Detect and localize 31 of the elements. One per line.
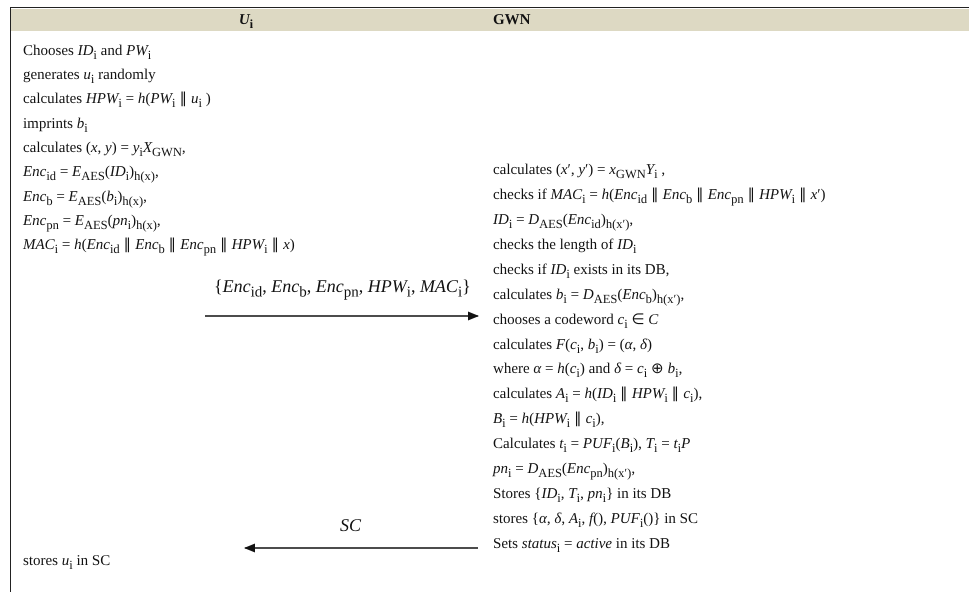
protocol-step: imprints b$_{i}$ (23, 114, 88, 138)
protocol-step: calculates A$_{i}$ = h(ID$_{i}$ ∥ HPW$_{i}$ ∥ c$_{i}$), (493, 384, 702, 408)
protocol-step: Stores {ID$_{i}$, T$_{i}$, pn$_{i}$} in its DB (493, 484, 672, 508)
protocol-step: generates u$_{i}$ randomly (23, 65, 156, 89)
message-arrow (244, 544, 478, 552)
protocol-step: chooses a codeword c$_{i}$ ∈ C (493, 310, 658, 334)
protocol-step: checks the length of ID$_{i}$ (493, 235, 636, 259)
protocol-step: Enc$_{b}$ = E$_{AES}$(b$_{i}$)$_{h(x)}$, (23, 187, 147, 211)
protocol-step: calculates b$_{i}$ = D$_{AES}$(Enc$_{b}$)$_{h(x′)}$, (493, 285, 684, 309)
protocol-step: calculates (x, y) = y$_{i}$X$_{GWN}$, (23, 138, 186, 162)
protocol-step: calculates (x′, y′) = x$_{GWN}$Y$_{i}$ , (493, 160, 666, 184)
protocol-step: ID$_{i}$ = D$_{AES}$(Enc$_{id}$)$_{h(x′)}$, (493, 210, 634, 234)
protocol-column (10, 7, 480, 592)
protocol-step: Calculates t$_{i}$ = PUF$_{i}$(B$_{i}$), T$_{i}$ = t$_{i}$P (493, 434, 690, 458)
column-heading: U$_{i}$ (11, 9, 481, 31)
protocol-step: Enc$_{id}$ = E$_{AES}$(ID$_{i}$)$_{h(x)}$, (23, 162, 159, 186)
protocol-step: where α = h(c$_{i}$) and δ = c$_{i}$ ⊕ b$_{i}$, (493, 359, 682, 383)
protocol-step: calculates F(c$_{i}$, b$_{i}$) = (α, δ) (493, 335, 652, 359)
protocol-step: checks if ID$_{i}$ exists in its DB, (493, 260, 670, 284)
protocol-step: checks if MAC$_{i}$ = h(Enc$_{id}$ ∥ Enc$_{b}$ ∥ Enc$_{pn}$ ∥ HPW$_{i}$ ∥ x′) (493, 185, 826, 209)
protocol-step: Chooses ID$_{i}$ and PW$_{i}$ (23, 41, 152, 65)
protocol-step: pn$_{i}$ = D$_{AES}$(Enc$_{pn}$)$_{h(x′)}$, (493, 459, 636, 483)
column-heading: GWN (480, 9, 969, 31)
protocol-step: calculates HPW$_{i}$ = h(PW$_{i}$ ∥ u$_{i}$ ) (23, 89, 211, 113)
protocol-step: stores {α, δ, A$_{i}$, f(), PUF$_{i}$()} in SC (493, 509, 698, 533)
protocol-step: stores u$_{i}$ in SC (23, 551, 110, 575)
protocol-step: Enc$_{pn}$ = E$_{AES}$(pn$_{i}$)$_{h(x)}$, (23, 211, 161, 235)
protocol-step: MAC$_{i}$ = h(Enc$_{id}$ ∥ Enc$_{b}$ ∥ Enc$_{pn}$ ∥ HPW$_{i}$ ∥ x) (23, 235, 295, 259)
protocol-step: Sets status$_{i}$ = active in its DB (493, 534, 670, 558)
message-arrow (205, 312, 480, 320)
protocol-step: B$_{i}$ = h(HPW$_{i}$ ∥ c$_{i}$), (493, 409, 605, 433)
